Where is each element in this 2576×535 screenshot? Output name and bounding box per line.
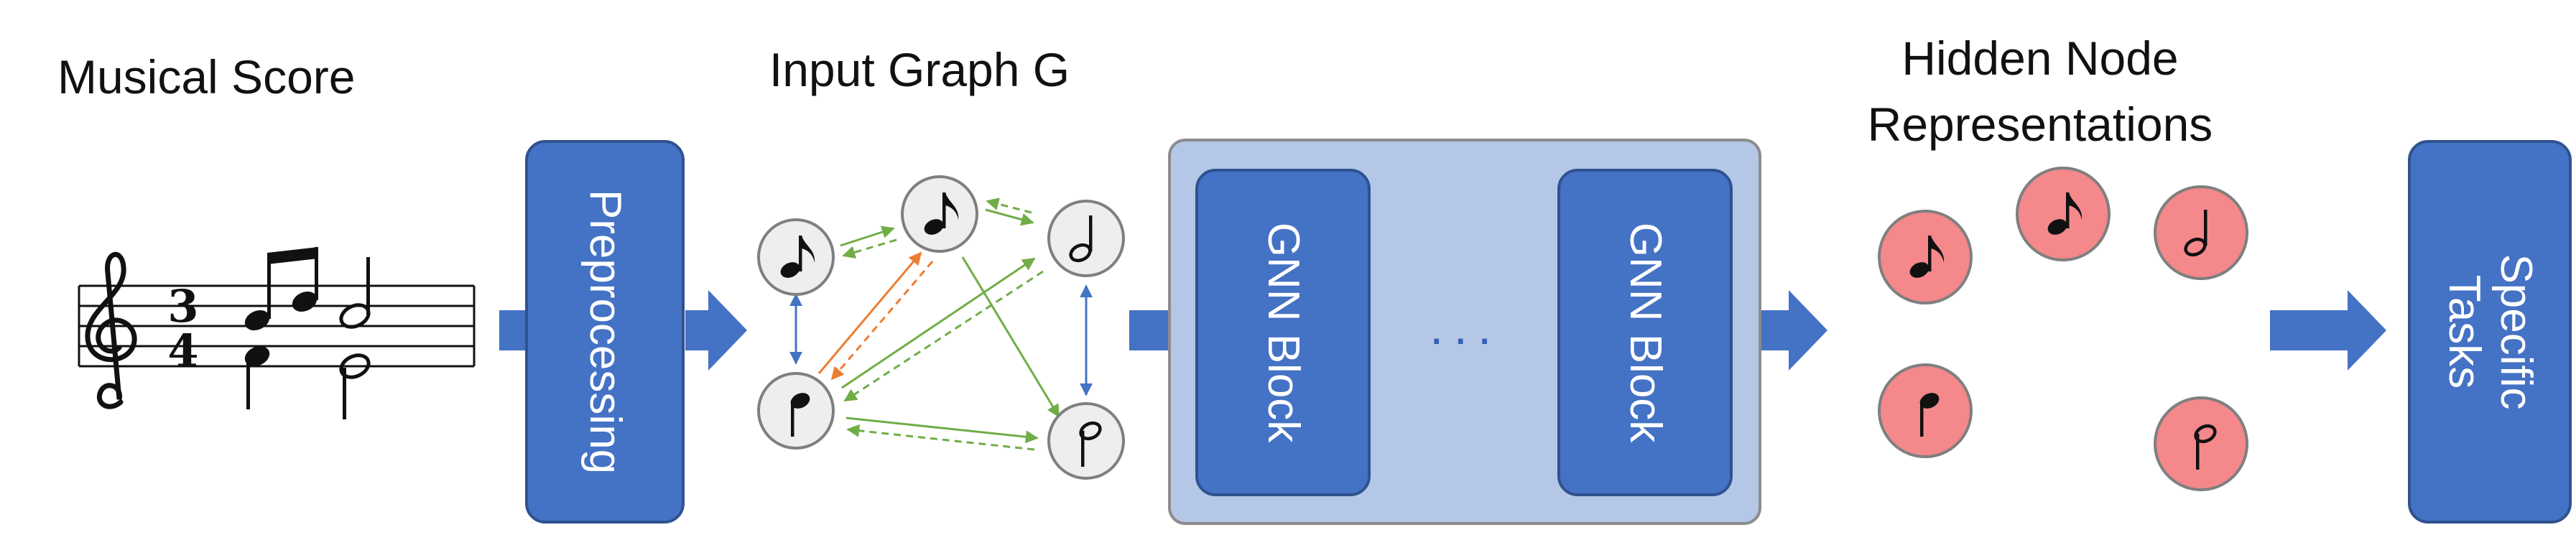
gnn-block-2: GNN Block: [1557, 169, 1733, 496]
arrow-stub-preprocessing: [499, 310, 525, 350]
musical-score: 3 4: [78, 247, 476, 419]
specific-tasks-line2: Tasks: [2440, 274, 2489, 389]
arrow-hidden-to-tasks: [2270, 290, 2386, 371]
musical-score-title: Musical Score: [57, 50, 356, 103]
specific-tasks-box: Specific Tasks: [2408, 140, 2572, 524]
hidden-node-5: [2154, 396, 2248, 491]
specific-tasks-label: Specific Tasks: [2438, 203, 2542, 461]
gnn-block-2-label: GNN Block: [1621, 222, 1670, 443]
ellipsis-icon: ...: [1430, 299, 1502, 355]
hidden-node-4: [1878, 363, 1973, 458]
gnn-block-1: GNN Block: [1195, 169, 1371, 496]
graph-node-2: [901, 175, 978, 253]
arrow-gnn-to-hidden: [1761, 290, 1827, 371]
hidden-node-3: [2154, 185, 2248, 280]
input-graph-title: Input Graph G: [769, 43, 1070, 96]
gnn-block-1-label: GNN Block: [1259, 222, 1308, 443]
hidden-representations-title-line2: Representations: [1867, 98, 2213, 151]
specific-tasks-line1: Specific: [2491, 253, 2541, 410]
graph-node-4: [757, 372, 835, 450]
preprocessing-label: Preprocessing: [580, 189, 630, 475]
staff-lines: [78, 284, 476, 368]
graph-node-3: [1047, 200, 1125, 277]
graph-node-1: [757, 218, 835, 296]
hidden-representations-title-line1: Hidden Node: [1901, 32, 2179, 85]
gnn-stack-panel: GNN Block ... GNN Block: [1168, 139, 1761, 525]
arrow-preprocessing-to-graph: [685, 290, 747, 371]
hidden-node-2: [2016, 167, 2111, 261]
hidden-node-1: [1878, 210, 1973, 304]
graph-node-5: [1047, 402, 1125, 480]
arrow-graph-to-gnn: [1129, 310, 1168, 350]
time-signature-bottom: 4: [167, 325, 198, 377]
score-notes: [244, 247, 371, 419]
time-signature-top: 3: [167, 280, 198, 332]
graph-edges: [789, 197, 1093, 451]
treble-clef-icon: [85, 252, 137, 409]
preprocessing-box: Preprocessing: [525, 140, 685, 524]
